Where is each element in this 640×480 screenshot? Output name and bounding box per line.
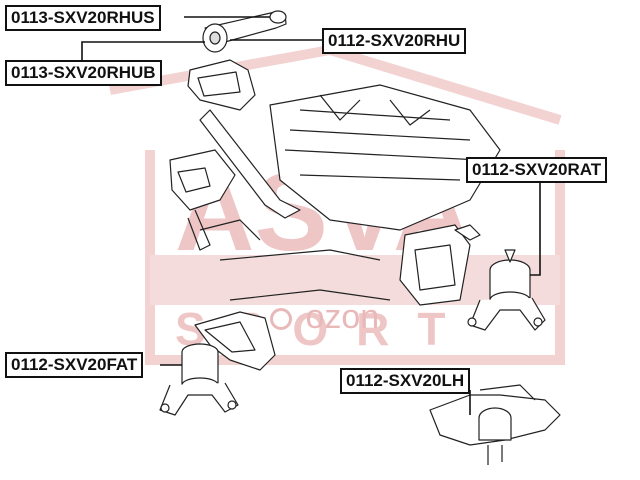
rat-mount-part [467,249,546,331]
right-bracket-part [399,224,481,306]
lh-mount-part [429,384,561,465]
leader-rat [530,183,541,276]
torque-rod-part [202,10,287,53]
label-rhus: 0113-SXV20RHUS [5,5,161,31]
leader-rhub [81,41,205,60]
label-rhub: 0113-SXV20RHUB [5,60,162,86]
engine-block [169,84,501,301]
label-lh: 0112-SXV20LH [340,368,471,394]
ozon-watermark: ozon [270,298,379,337]
label-fat: 0112-SXV20FAT [5,352,144,378]
label-rhu: 0112-SXV20RHU [322,28,467,54]
ozon-logo-icon [270,308,292,331]
leader-lines [81,16,541,415]
ozon-text: ozon [305,298,380,336]
fat-mount-part [159,343,239,416]
label-rat: 0112-SXV20RAT [466,157,608,183]
upper-bracket-part [187,59,301,219]
